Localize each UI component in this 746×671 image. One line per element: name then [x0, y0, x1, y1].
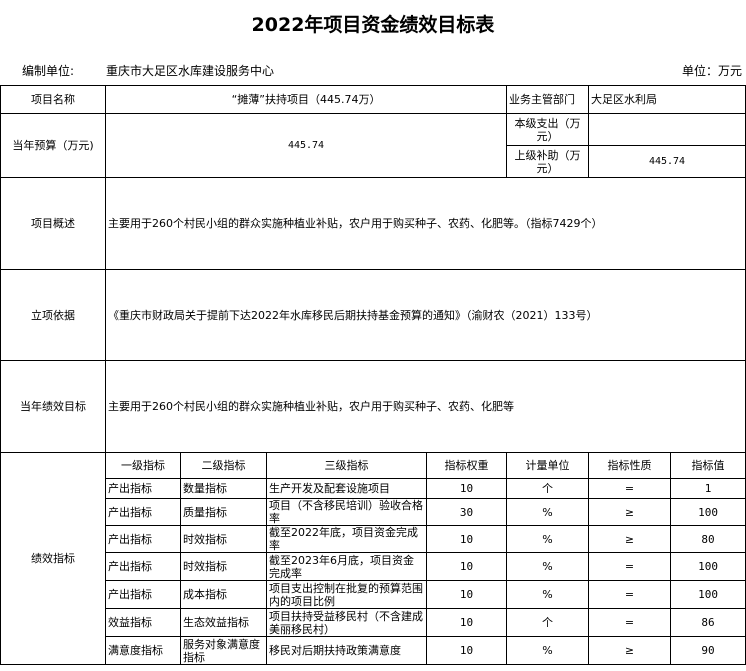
level2-cell: 服务对象满意度指标	[180, 636, 267, 665]
level1-cell: 产出指标	[105, 498, 181, 526]
unit-cell: %	[506, 525, 590, 553]
annual-goal-value: 主要用于260个村民小组的群众实施种植业补贴，农户用于购买种子、农药、化肥等	[104, 360, 746, 453]
unit-label: 编制单位:	[22, 64, 75, 78]
dept-label: 业务主管部门	[506, 85, 590, 114]
nature-cell: ≥	[588, 498, 672, 526]
table-row: 产出指标 成本指标 项目支出控制在批复的预算范围内的项目比例 10 % = 10…	[1, 580, 746, 609]
level1-cell: 产出指标	[105, 478, 181, 499]
dept-value: 大足区水利局	[588, 85, 746, 114]
indicator-header: 三级指标	[266, 452, 427, 479]
value-cell: 86	[670, 608, 746, 637]
table-row: 满意度指标 服务对象满意度指标 移民对后期扶持政策满意度 10 % ≥ 90	[1, 636, 746, 665]
weight-cell: 10	[425, 580, 508, 609]
project-name-label: 项目名称	[0, 85, 106, 114]
table-row: 产出指标 数量指标 生产开发及配套设施项目 10 个 = 1	[1, 478, 746, 499]
page-title: 2022年项目资金绩效目标表	[251, 14, 495, 36]
level1-cell: 满意度指标	[105, 636, 181, 665]
level3-cell: 生产开发及配套设施项目	[266, 478, 427, 499]
level1-cell: 效益指标	[105, 608, 181, 637]
value-cell: 1	[670, 478, 746, 499]
indicator-header: 二级指标	[180, 452, 267, 479]
indicator-header: 计量单位	[506, 452, 590, 479]
level2-cell: 时效指标	[180, 525, 267, 553]
level1-cell: 产出指标	[105, 580, 181, 609]
table-row: 产出指标 时效指标 截至2023年6月底，项目资金完成率 10 % = 100	[1, 552, 746, 581]
unit-value: 重庆市大足区水库建设服务中心	[106, 64, 275, 78]
nature-cell: =	[588, 552, 672, 581]
value-cell: 100	[670, 580, 746, 609]
value-cell: 100	[670, 552, 746, 581]
level3-cell: 截至2022年底，项目资金完成率	[266, 525, 427, 553]
level3-cell: 项目（不含移民培训）验收合格率	[266, 498, 427, 526]
level2-cell: 数量指标	[180, 478, 267, 499]
indicator-header: 一级指标	[105, 452, 181, 479]
unit-cell: %	[506, 552, 590, 581]
budget-value: 445.74	[104, 113, 508, 178]
weight-cell: 10	[425, 636, 508, 665]
value-cell: 100	[670, 498, 746, 526]
unit-cell: %	[506, 580, 590, 609]
value-cell: 90	[670, 636, 746, 665]
budget-label: 当年预算（万元)	[0, 113, 106, 178]
weight-cell: 10	[425, 525, 508, 553]
level1-cell: 产出指标	[105, 552, 181, 581]
nature-cell: =	[588, 608, 672, 637]
overview-value: 主要用于260个村民小组的群众实施种植业补贴，农户用于购买种子、农药、化肥等。（…	[104, 177, 746, 270]
basis-value: 《重庆市财政局关于提前下达2022年水库移民后期扶持基金预算的通知》（渝财农（2…	[104, 269, 746, 361]
nature-cell: =	[588, 580, 672, 609]
value-cell: 80	[670, 525, 746, 553]
upper-subsidy-label: 上级补助（万元）	[506, 145, 590, 178]
nature-cell: ≥	[588, 525, 672, 553]
indicator-label: 绩效指标	[0, 452, 106, 665]
level3-cell: 项目扶持受益移民村（不含建成美丽移民村）	[266, 608, 427, 637]
weight-cell: 30	[425, 498, 508, 526]
own-spend-value	[588, 113, 746, 146]
overview-label: 项目概述	[0, 177, 106, 270]
table-row: 产出指标 质量指标 项目（不含移民培训）验收合格率 30 % ≥ 100	[1, 498, 746, 526]
weight-cell: 10	[425, 608, 508, 637]
currency-label: 单位：万元	[681, 64, 742, 78]
level3-cell: 移民对后期扶持政策满意度	[266, 636, 427, 665]
level2-cell: 生态效益指标	[180, 608, 267, 637]
level1-cell: 产出指标	[105, 525, 181, 553]
annual-goal-label: 当年绩效目标	[0, 360, 106, 453]
indicator-header: 指标性质	[588, 452, 672, 479]
upper-subsidy-value: 445.74	[588, 145, 746, 178]
unit-cell: 个	[506, 478, 590, 499]
table-row: 效益指标 生态效益指标 项目扶持受益移民村（不含建成美丽移民村） 10 个 = …	[1, 608, 746, 637]
indicator-header: 指标值	[670, 452, 746, 479]
unit-cell: %	[506, 636, 590, 665]
nature-cell: ≥	[588, 636, 672, 665]
basis-label: 立项依据	[0, 269, 106, 361]
project-name-value: “摊薄”扶持项目（445.74万）	[104, 85, 508, 114]
level3-cell: 项目支出控制在批复的预算范围内的项目比例	[266, 580, 427, 609]
unit-cell: %	[506, 498, 590, 526]
table-row: 产出指标 时效指标 截至2022年底，项目资金完成率 10 % ≥ 80	[1, 525, 746, 553]
level2-cell: 时效指标	[180, 552, 267, 581]
weight-cell: 10	[425, 552, 508, 581]
level2-cell: 质量指标	[180, 498, 267, 526]
performance-table: 项目名称 “摊薄”扶持项目（445.74万） 业务主管部门 大足区水利局 当年预…	[0, 85, 746, 665]
indicator-header: 指标权重	[425, 452, 508, 479]
level3-cell: 截至2023年6月底，项目资金完成率	[266, 552, 427, 581]
nature-cell: =	[588, 478, 672, 499]
level2-cell: 成本指标	[180, 580, 267, 609]
unit-cell: 个	[506, 608, 590, 637]
weight-cell: 10	[425, 478, 508, 499]
own-spend-label: 本级支出（万元）	[506, 113, 590, 146]
